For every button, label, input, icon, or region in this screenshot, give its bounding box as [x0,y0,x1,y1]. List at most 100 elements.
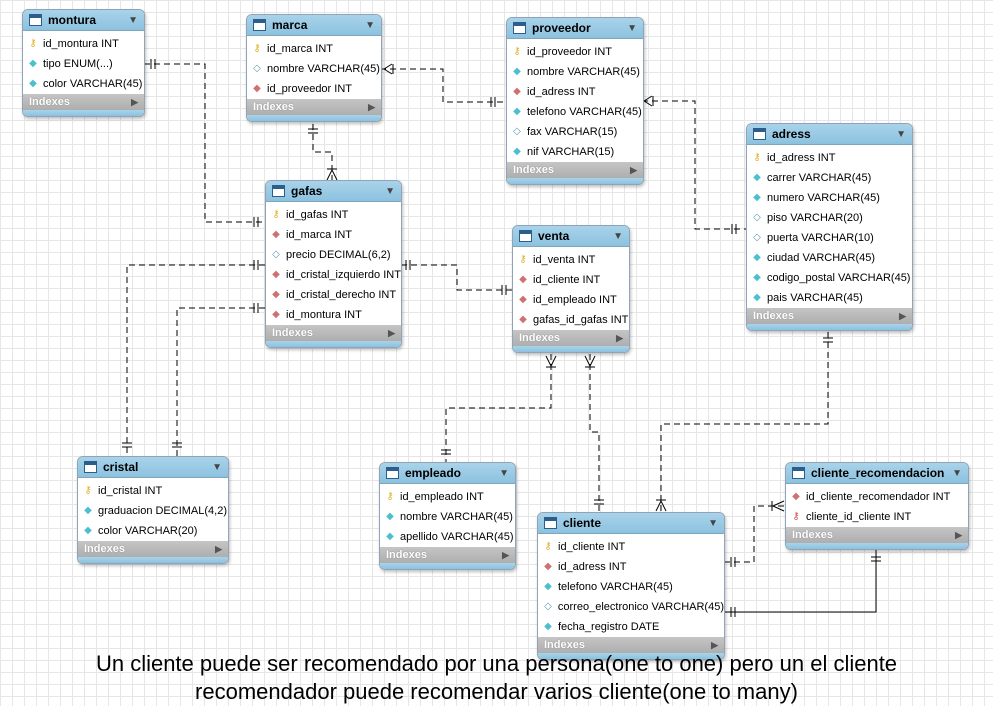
column-row[interactable]: ◆numero VARCHAR(45) [747,188,912,208]
column-row[interactable]: ⚷id_montura INT [23,34,144,54]
column-row[interactable]: ◆id_adress INT [538,557,724,577]
table-header[interactable]: empleado▼ [380,463,515,484]
expand-arrow-icon[interactable]: ▶ [131,96,138,107]
table-gafas[interactable]: gafas▼ ⚷id_gafas INT◆id_marca INT◇precio … [265,180,402,348]
column-row[interactable]: ◆nombre VARCHAR(45) [507,62,643,82]
table-montura[interactable]: montura▼ ⚷id_montura INT◆tipo ENUM(...)◆c… [22,9,145,117]
indexes-section[interactable]: Indexes▶ [247,99,381,115]
column-row[interactable]: ◆pais VARCHAR(45) [747,288,912,308]
column-row[interactable]: ◆codigo_postal VARCHAR(45) [747,268,912,288]
column-row[interactable]: ⚷id_gafas INT [266,205,401,225]
table-proveedor[interactable]: proveedor▼ ⚷id_proveedor INT◆nombre VARCH… [506,17,644,185]
table-header[interactable]: marca▼ [247,15,381,36]
column-row[interactable]: ◇nombre VARCHAR(45) [247,59,381,79]
column-row[interactable]: ◆id_cristal_izquierdo INT [266,265,401,285]
column-row[interactable]: ◇fax VARCHAR(15) [507,122,643,142]
collapse-triangle-icon[interactable]: ▼ [613,230,623,242]
table-cliente-recomendacion[interactable]: cliente_recomendacion▼ ◆id_cliente_recome… [785,462,969,550]
column-row[interactable]: ◆telefono VARCHAR(45) [538,577,724,597]
column-row[interactable]: ◆carrer VARCHAR(45) [747,168,912,188]
column-row[interactable]: ⚷id_empleado INT [380,487,515,507]
expand-arrow-icon[interactable]: ▶ [616,332,623,343]
collapse-triangle-icon[interactable]: ▼ [708,517,718,529]
table-name: adress [772,127,811,141]
indexes-section[interactable]: Indexes▶ [538,637,724,653]
column-row[interactable]: ◆id_cristal_derecho INT [266,285,401,305]
expand-arrow-icon[interactable]: ▶ [368,101,375,112]
column-row[interactable]: ◆ gafas_id_gafas INT [513,310,629,330]
column-row[interactable]: ◆id_cliente INT [513,270,629,290]
column-row[interactable]: ⚷id_venta INT [513,250,629,270]
column-row[interactable]: ◇correo_electronico VARCHAR(45) [538,597,724,617]
column-row[interactable]: ◇piso VARCHAR(20) [747,208,912,228]
table-icon [386,467,399,479]
expand-arrow-icon[interactable]: ▶ [388,327,395,338]
collapse-triangle-icon[interactable]: ▼ [385,185,395,197]
table-header[interactable]: cliente_recomendacion▼ [786,463,968,484]
table-cliente[interactable]: cliente▼ ⚷id_cliente INT◆id_adress INT◆te… [537,512,725,660]
table-header[interactable]: cristal▼ [78,457,228,478]
indexes-section[interactable]: Indexes▶ [786,527,968,543]
indexes-section[interactable]: Indexes▶ [747,308,912,324]
indexes-section[interactable]: Indexes▶ [78,541,228,557]
column-row[interactable]: ◆fecha_registro DATE [538,617,724,637]
rel-adress-cliente [660,332,829,513]
column-row[interactable]: ◆tipo ENUM(...) [23,54,144,74]
column-row[interactable]: ◆ciudad VARCHAR(45) [747,248,912,268]
expand-arrow-icon[interactable]: ▶ [630,164,637,175]
collapse-triangle-icon[interactable]: ▼ [952,467,962,479]
table-header[interactable]: cliente▼ [538,513,724,534]
column-row[interactable]: ◆id_proveedor INT [247,79,381,99]
column-row[interactable]: ⚷cliente_id_cliente INT [786,507,968,527]
column-row[interactable]: ◆apellido VARCHAR(45) [380,527,515,547]
rel-cliente-recomendador [724,505,786,563]
indexes-section[interactable]: Indexes▶ [513,330,629,346]
column-row[interactable]: ◇precio DECIMAL(6,2) [266,245,401,265]
column-row[interactable]: ◆id_cliente_recomendador INT [786,487,968,507]
indexes-section[interactable]: Indexes▶ [507,162,643,178]
collapse-triangle-icon[interactable]: ▼ [627,22,637,34]
column-row[interactable]: ◆id_adress INT [507,82,643,102]
column-row[interactable]: ◆telefono VARCHAR(45) [507,102,643,122]
table-empleado[interactable]: empleado▼ ⚷id_empleado INT◆nombre VARCHAR… [379,462,516,570]
expand-arrow-icon[interactable]: ▶ [955,529,962,540]
column-row[interactable]: ◆nombre VARCHAR(45) [380,507,515,527]
column-row[interactable]: ◆nif VARCHAR(15) [507,142,643,162]
column-row[interactable]: ◆id_empleado INT [513,290,629,310]
table-header[interactable]: montura▼ [23,10,144,31]
column-label: nombre VARCHAR(45) [267,63,380,75]
expand-arrow-icon[interactable]: ▶ [502,549,509,560]
column-row[interactable]: ◆graduacion DECIMAL(4,2) [78,501,228,521]
table-cristal[interactable]: cristal▼ ⚷id_cristal INT◆graduacion DECIM… [77,456,229,564]
table-marca[interactable]: marca▼ ⚷id_marca INT◇nombre VARCHAR(45)◆i… [246,14,382,122]
indexes-section[interactable]: Indexes▶ [266,325,401,341]
expand-arrow-icon[interactable]: ▶ [215,543,222,554]
foreign-key-icon: ◆ [519,314,527,325]
collapse-triangle-icon[interactable]: ▼ [896,128,906,140]
expand-arrow-icon[interactable]: ▶ [899,310,906,321]
indexes-section[interactable]: Indexes▶ [23,94,144,110]
column-row[interactable]: ◇puerta VARCHAR(10) [747,228,912,248]
collapse-triangle-icon[interactable]: ▼ [212,461,222,473]
table-header[interactable]: proveedor▼ [507,18,643,39]
column-row[interactable]: ◆color VARCHAR(20) [78,521,228,541]
table-adress[interactable]: adress ▼ ⚷id_adress INT◆carrer VARCHAR(45)… [746,123,913,331]
column-row[interactable]: ◆id_marca INT [266,225,401,245]
collapse-triangle-icon[interactable]: ▼ [128,14,138,26]
column-row[interactable]: ◆id_montura INT [266,305,401,325]
column-row[interactable]: ⚷id_marca INT [247,39,381,59]
table-venta[interactable]: venta▼ ⚷id_venta INT◆id_cliente INT◆id_em… [512,225,630,353]
collapse-triangle-icon[interactable]: ▼ [499,467,509,479]
column-row[interactable]: ⚷id_cliente INT [538,537,724,557]
column-label: gafas_id_gafas INT [533,314,629,326]
column-row[interactable]: ⚷id_adress INT [747,148,912,168]
collapse-triangle-icon[interactable]: ▼ [365,19,375,31]
expand-arrow-icon[interactable]: ▶ [711,639,718,650]
table-header[interactable]: adress ▼ [747,124,912,145]
column-row[interactable]: ⚷id_cristal INT [78,481,228,501]
table-header[interactable]: venta▼ [513,226,629,247]
column-row[interactable]: ◆color VARCHAR(45) [23,74,144,94]
column-row[interactable]: ⚷id_proveedor INT [507,42,643,62]
indexes-section[interactable]: Indexes▶ [380,547,515,563]
table-header[interactable]: gafas▼ [266,181,401,202]
